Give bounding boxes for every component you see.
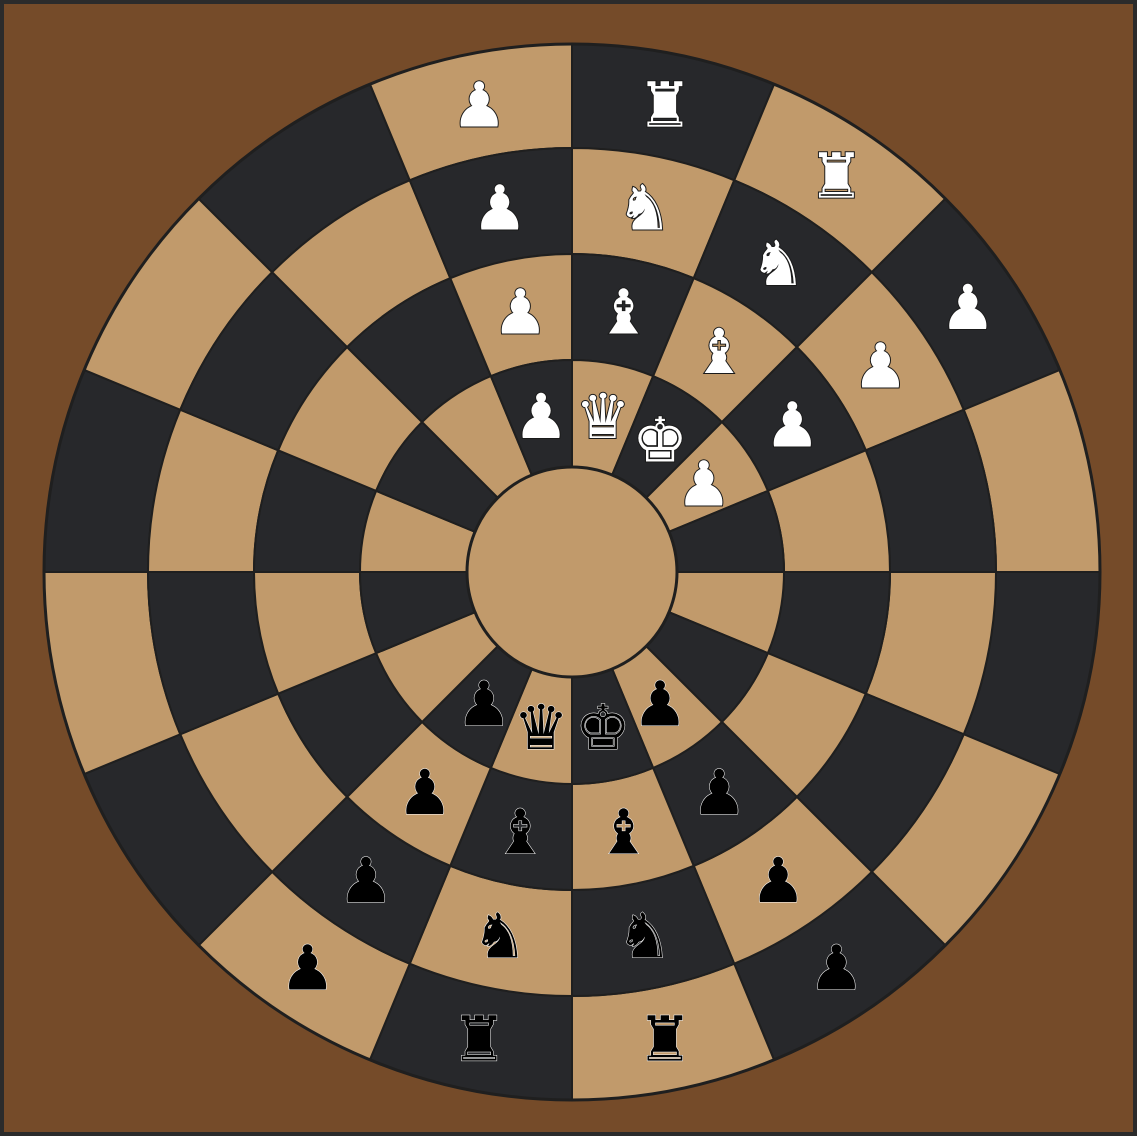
white-pawn-6[interactable]: ♟ <box>853 329 909 402</box>
black-pawn-4[interactable]: ♟ <box>456 667 512 740</box>
black-knight-2[interactable]: ♞ <box>617 899 673 972</box>
white-knight-2[interactable]: ♞ <box>750 227 806 300</box>
black-pawn-2[interactable]: ♟ <box>338 844 394 917</box>
black-pawn-1[interactable]: ♟ <box>280 931 336 1004</box>
black-pawn-5[interactable]: ♟ <box>809 931 865 1004</box>
white-pawn-2[interactable]: ♟ <box>472 172 528 245</box>
black-rook-2[interactable]: ♜ <box>637 1002 693 1075</box>
center-disc <box>467 467 677 677</box>
black-pawn-7[interactable]: ♟ <box>691 756 747 829</box>
black-knight-1[interactable]: ♞ <box>472 899 528 972</box>
white-pawn-1[interactable]: ♟ <box>451 69 507 142</box>
black-queen[interactable]: ♛ <box>513 691 569 764</box>
black-rook-1[interactable]: ♜ <box>451 1002 507 1075</box>
black-king[interactable]: ♚ <box>575 691 631 764</box>
white-pawn-5[interactable]: ♟ <box>940 271 996 344</box>
black-bishop-2[interactable]: ♝ <box>596 795 652 868</box>
white-pawn-8[interactable]: ♟ <box>676 447 732 520</box>
white-knight-1[interactable]: ♞ <box>617 172 673 245</box>
white-bishop-1[interactable]: ♝ <box>596 276 652 349</box>
white-rook-1[interactable]: ♜ <box>637 69 693 142</box>
white-bishop-2[interactable]: ♝ <box>691 315 747 388</box>
white-pawn-4[interactable]: ♟ <box>513 380 569 453</box>
black-pawn-6[interactable]: ♟ <box>750 844 806 917</box>
white-queen[interactable]: ♛ <box>575 380 631 453</box>
white-rook-2[interactable]: ♜ <box>809 140 865 213</box>
white-pawn-7[interactable]: ♟ <box>765 388 821 461</box>
black-bishop-1[interactable]: ♝ <box>493 795 549 868</box>
white-pawn-3[interactable]: ♟ <box>493 276 549 349</box>
black-pawn-8[interactable]: ♟ <box>632 667 688 740</box>
black-pawn-3[interactable]: ♟ <box>397 756 453 829</box>
